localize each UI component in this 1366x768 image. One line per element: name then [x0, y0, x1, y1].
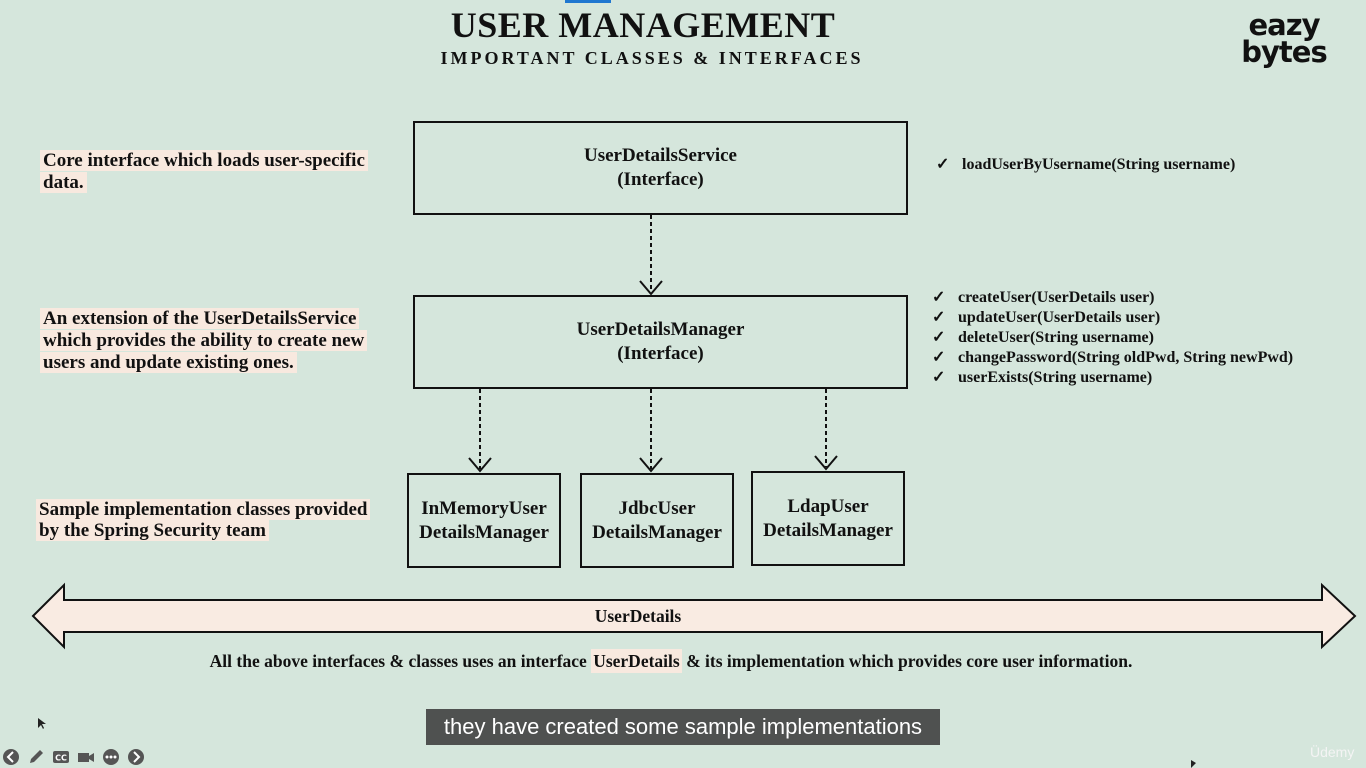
checkmark-icon: ✓ — [932, 309, 946, 326]
checkmark-icon: ✓ — [932, 329, 946, 346]
forward-icon[interactable] — [127, 748, 145, 766]
checkmark-icon: ✓ — [936, 156, 950, 173]
box-inmemory-manager: InMemoryUser DetailsManager — [407, 473, 561, 568]
camera-icon[interactable] — [77, 748, 95, 766]
manager-method-item: ✓ updateUser(UserDetails user) — [932, 308, 1293, 328]
note-extension: An extension of the UserDetailsService w… — [40, 308, 400, 374]
footer-text-before: All the above interfaces & classes uses … — [209, 651, 592, 671]
box-jdbc-line2: DetailsManager — [592, 521, 722, 543]
manager-method-list: ✓ createUser(UserDetails user) ✓ updateUser… — [932, 288, 1293, 388]
mouse-cursor-icon — [38, 718, 46, 729]
arrowhead-manager-ldap — [814, 455, 838, 471]
mouse-cursor-icon-2 — [1191, 760, 1196, 768]
svg-text:CC: CC — [55, 754, 67, 763]
more-icon[interactable] — [102, 748, 120, 766]
box-jdbc-line1: JdbcUser — [618, 497, 696, 519]
manager-method-signature: createUser(UserDetails user) — [958, 289, 1155, 306]
note-samples-text: Sample implementation classes provided b… — [36, 499, 371, 541]
footer-text-after: & its implementation which provides core… — [681, 651, 1133, 671]
eazybytes-logo: eazy bytes — [1236, 8, 1332, 69]
box-ldap-manager: LdapUser DetailsManager — [751, 471, 905, 566]
box-service-kind: (Interface) — [617, 169, 704, 190]
box-service-name: UserDetailsService — [584, 145, 737, 166]
arrowhead-manager-jdbc — [639, 457, 663, 473]
checkmark-icon: ✓ — [932, 289, 946, 306]
box-userdetailsmanager: UserDetailsManager (Interface) — [413, 295, 908, 389]
checkmark-icon: ✓ — [932, 369, 946, 386]
page-title: USER MANAGEMENT — [450, 5, 836, 45]
box-userdetailsservice: UserDetailsService (Interface) — [413, 121, 908, 215]
footer-text-highlight: UserDetails — [591, 649, 682, 673]
box-inmemory-line1: InMemoryUser — [421, 497, 547, 519]
note-extension-text: An extension of the UserDetailsService w… — [40, 308, 368, 373]
box-jdbc-manager: JdbcUser DetailsManager — [580, 473, 734, 568]
manager-method-signature: deleteUser(String username) — [958, 329, 1154, 346]
cc-icon[interactable]: CC — [52, 748, 70, 766]
service-method-signature: loadUserByUsername(String username) — [962, 156, 1236, 173]
manager-method-signature: changePassword(String oldPwd, String new… — [958, 349, 1294, 366]
checkmark-icon: ✓ — [932, 349, 946, 366]
back-icon[interactable] — [2, 748, 20, 766]
note-samples: Sample implementation classes provided b… — [36, 499, 371, 541]
manager-method-item: ✓ changePassword(String oldPwd, String ne… — [932, 348, 1293, 368]
service-method-item: ✓ loadUserByUsername(String username) — [936, 155, 1235, 175]
box-ldap-line2: DetailsManager — [763, 519, 893, 541]
arrowhead-manager-inmemory — [468, 457, 492, 473]
logo-line-1: eazy — [1248, 8, 1320, 42]
userdetails-arrow-label: UserDetails — [594, 606, 682, 626]
arrowhead-service-manager — [639, 280, 663, 296]
manager-method-item: ✓ userExists(String username) — [932, 368, 1293, 388]
box-ldap-line1: LdapUser — [787, 495, 869, 517]
footer-explanation: All the above interfaces & classes uses … — [0, 649, 1342, 673]
box-manager-name: UserDetailsManager — [576, 319, 745, 340]
pen-icon[interactable] — [27, 748, 45, 766]
manager-method-signature: updateUser(UserDetails user) — [958, 309, 1161, 326]
manager-method-item: ✓ createUser(UserDetails user) — [932, 288, 1293, 308]
udemy-watermark: Üdemy — [1310, 744, 1355, 760]
box-manager-kind: (Interface) — [617, 343, 704, 364]
page-subtitle: IMPORTANT CLASSES & INTERFACES — [440, 48, 864, 68]
service-method-list: ✓ loadUserByUsername(String username) — [936, 155, 1235, 175]
box-inmemory-line2: DetailsManager — [419, 521, 549, 543]
logo-line-2: bytes — [1241, 35, 1327, 69]
note-core-text: Core interface which loads user-specific… — [40, 150, 368, 193]
manager-method-item: ✓ deleteUser(String username) — [932, 328, 1293, 348]
note-core-interface: Core interface which loads user-specific… — [40, 150, 400, 194]
manager-method-signature: userExists(String username) — [958, 369, 1153, 386]
top-accent-bar — [565, 0, 611, 3]
video-caption: they have created some sample implementa… — [426, 709, 940, 745]
